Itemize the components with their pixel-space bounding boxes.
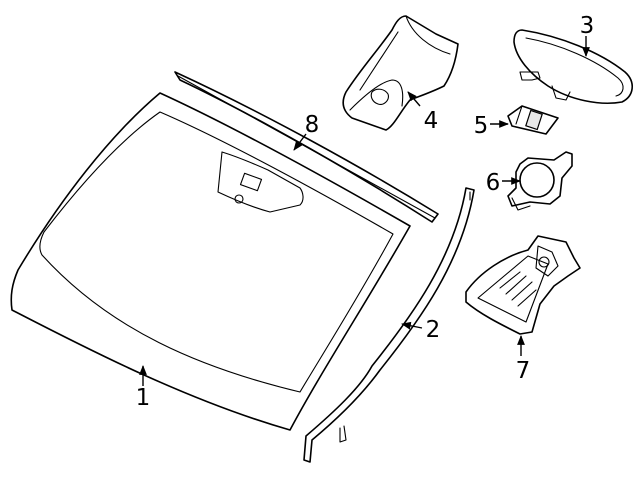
leader-8 bbox=[293, 133, 307, 151]
callout-6: 6 bbox=[486, 170, 501, 196]
cover bbox=[342, 15, 459, 131]
callout-3: 3 bbox=[580, 13, 595, 39]
rearview-mirror bbox=[513, 29, 633, 105]
rain-sensor bbox=[507, 151, 573, 211]
leader-2 bbox=[401, 321, 423, 330]
callout-8: 8 bbox=[305, 112, 320, 138]
callout-1: 1 bbox=[136, 385, 151, 411]
bracket bbox=[507, 105, 559, 135]
leader-lines bbox=[139, 36, 590, 386]
callout-2: 2 bbox=[426, 317, 441, 343]
callout-5: 5 bbox=[474, 113, 489, 139]
leader-4 bbox=[407, 91, 421, 107]
windshield-glass bbox=[10, 92, 411, 431]
upper-molding bbox=[174, 71, 439, 223]
callout-7: 7 bbox=[516, 358, 531, 384]
callout-4: 4 bbox=[424, 108, 439, 134]
side-molding bbox=[303, 187, 475, 463]
callout-labels: 1 2 3 4 5 6 7 8 bbox=[136, 13, 595, 411]
sensor-housing bbox=[465, 235, 581, 335]
